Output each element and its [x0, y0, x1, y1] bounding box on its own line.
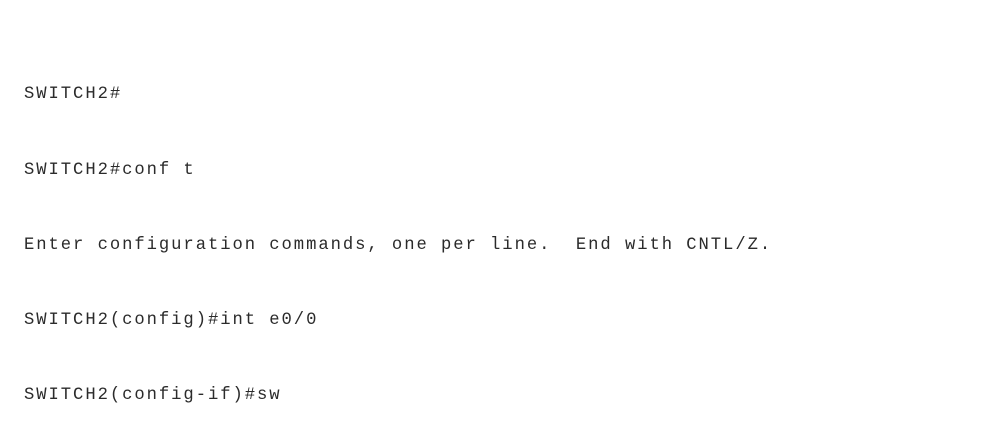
terminal-line: SWITCH2(config-if)#sw	[24, 386, 282, 406]
terminal-line: SWITCH2(config)#int e0/0	[24, 311, 319, 331]
terminal-line: SWITCH2#conf t	[24, 160, 196, 180]
terminal-line: SWITCH2#	[24, 85, 123, 105]
terminal-output-area[interactable]: SWITCH2# SWITCH2#conf t Enter configurat…	[24, 7, 932, 442]
terminal-line: Enter configuration commands, one per li…	[24, 235, 773, 255]
